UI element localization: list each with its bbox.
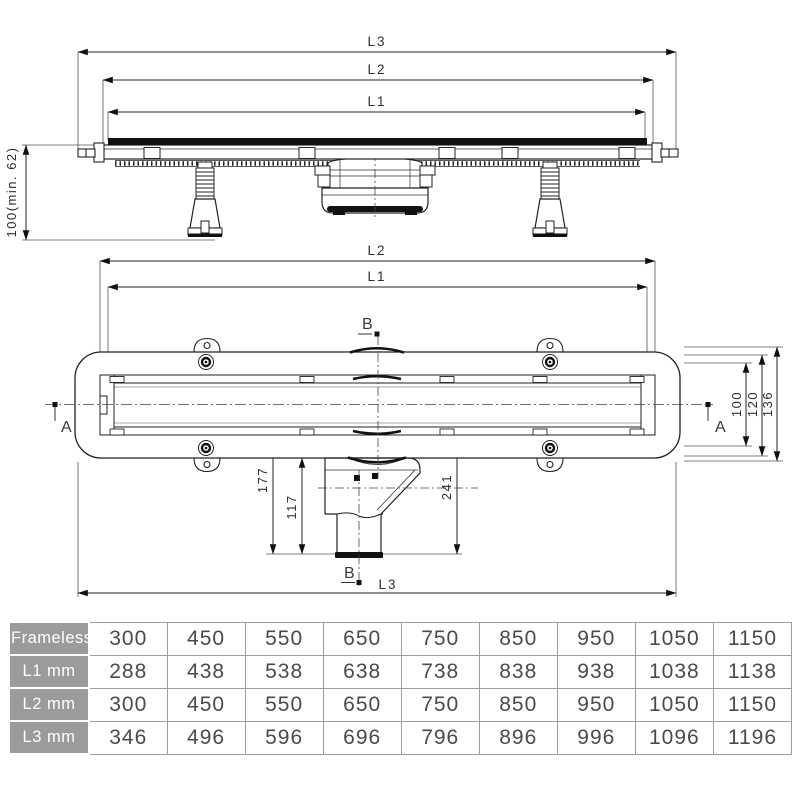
section-marker-b-bottom: B	[341, 565, 362, 585]
side-dim-l2-label: L2	[367, 62, 386, 77]
plan-dim-241-label: 241	[439, 474, 454, 500]
svg-text:A: A	[61, 419, 73, 436]
channel-body	[102, 144, 654, 160]
size-value-cell: 850	[478, 621, 558, 656]
size-value-cell: 738	[400, 654, 480, 689]
svg-text:B: B	[344, 565, 356, 582]
table-row: L2 mm 300 450 550 650 750 850 950 1050 1…	[8, 687, 793, 722]
table-row: Frameless 300 450 550 650 750 850 950 10…	[8, 621, 793, 656]
size-value-cell: 796	[400, 720, 480, 755]
size-value-cell: 750	[400, 621, 480, 656]
mounting-lugs	[193, 337, 564, 473]
size-value-cell: 450	[166, 687, 246, 722]
section-marker-a-right: A	[705, 402, 727, 436]
drain-drawings: L3 L2 L1 100(min. 62)	[4, 34, 783, 597]
size-value-cell: 1096	[634, 720, 714, 755]
plan-dim-l1-label: L1	[367, 269, 386, 284]
size-value-cell: 288	[88, 654, 168, 689]
size-value-cell: 450	[166, 621, 246, 656]
size-value-cell: 300	[88, 621, 168, 656]
size-value-cell: 538	[244, 654, 324, 689]
plan-dim-120-label: 120	[745, 391, 760, 417]
size-value-cell: 838	[478, 654, 558, 689]
table-row: L1 mm 288 438 538 638 738 838 938 1038 1…	[8, 654, 793, 689]
channel-plan	[99, 347, 656, 464]
plan-dim-l3-label: L3	[378, 577, 397, 592]
size-value-cell: 896	[478, 720, 558, 755]
row-header-l3: L3 mm	[8, 720, 90, 755]
size-value-cell: 750	[400, 687, 480, 722]
svg-text:B: B	[362, 316, 374, 333]
plan-dim-l2-label: L2	[367, 243, 386, 258]
size-value-cell: 996	[556, 720, 636, 755]
size-value-cell: 1150	[712, 687, 793, 722]
drain-grate	[108, 138, 647, 145]
size-value-cell: 938	[556, 654, 636, 689]
size-value-cell: 596	[244, 720, 324, 755]
flange-outline	[74, 351, 681, 459]
adjustable-foot	[532, 161, 568, 237]
size-value-cell: 550	[244, 621, 324, 656]
adjustable-foot	[187, 161, 223, 237]
side-dim-height-label: 100(min. 62)	[4, 147, 19, 238]
side-dim-l3-label: L3	[367, 34, 386, 49]
size-value-cell: 1038	[634, 654, 714, 689]
section-marker-b-top: B	[358, 316, 380, 337]
plan-dim-117-label: 117	[284, 494, 299, 519]
screws	[198, 354, 558, 456]
size-value-cell: 950	[556, 621, 636, 656]
plan-view-drawing: L2 L1 L3 100 120 136 177 117 241	[45, 243, 783, 597]
size-value-cell: 1150	[712, 621, 793, 656]
size-table: Frameless 300 450 550 650 750 850 950 10…	[8, 621, 793, 755]
svg-text:A: A	[715, 419, 727, 436]
size-value-cell: 638	[322, 654, 402, 689]
plan-dim-136-label: 136	[760, 391, 775, 417]
size-value-cell: 1050	[634, 687, 714, 722]
siphon-trap	[314, 152, 436, 218]
size-value-cell: 850	[478, 687, 558, 722]
row-header-l1: L1 mm	[8, 654, 90, 689]
side-view-drawing: L3 L2 L1 100(min. 62)	[4, 34, 679, 241]
size-value-cell: 300	[88, 687, 168, 722]
size-value-cell: 650	[322, 687, 402, 722]
size-value-cell: 496	[166, 720, 246, 755]
size-value-cell: 696	[322, 720, 402, 755]
plan-dim-177-label: 177	[255, 467, 270, 493]
side-dim-l1-label: L1	[367, 94, 386, 109]
row-header-frameless: Frameless	[8, 621, 92, 656]
size-value-cell: 550	[244, 687, 324, 722]
plan-dim-100-label: 100	[729, 391, 744, 417]
section-marker-a-left: A	[52, 402, 73, 436]
size-value-cell: 438	[166, 654, 246, 689]
end-caps	[77, 142, 679, 163]
size-value-cell: 950	[556, 687, 636, 722]
trap-body	[318, 457, 478, 558]
size-value-cell: 1196	[712, 720, 793, 755]
size-value-cell: 1138	[712, 654, 793, 689]
row-header-l2: L2 mm	[8, 687, 90, 722]
size-value-cell: 346	[88, 720, 168, 755]
table-row: L3 mm 346 496 596 696 796 896 996 1096 1…	[8, 720, 793, 755]
size-value-cell: 650	[322, 621, 402, 656]
size-value-cell: 1050	[634, 621, 714, 656]
